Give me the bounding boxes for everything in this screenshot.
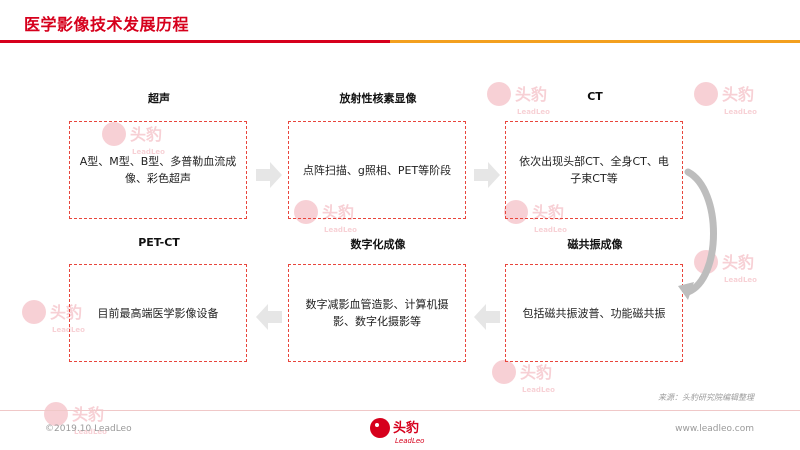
stage-box-ultrasound: A型、M型、B型、多普勒血流成像、彩色超声 xyxy=(69,121,247,219)
svg-text:LeadLeo: LeadLeo xyxy=(724,108,757,116)
arrow-right-icon xyxy=(474,162,500,188)
svg-text:LeadLeo: LeadLeo xyxy=(324,226,357,234)
arrow-left-icon xyxy=(256,304,282,330)
website-link[interactable]: www.leadleo.com xyxy=(675,424,754,434)
title-rule-orange xyxy=(390,40,800,43)
stage-desc-pet-ct: 目前最高端医学影像设备 xyxy=(97,306,219,320)
svg-text:头豹: 头豹 xyxy=(393,420,419,436)
arrow-right-icon xyxy=(256,162,282,188)
footer-rule xyxy=(0,410,800,411)
leadleo-logo-icon: 头豹 LeadLeo xyxy=(370,418,424,445)
svg-text:头豹: 头豹 xyxy=(722,85,754,104)
watermark-logo-icon: 头豹 LeadLeo xyxy=(694,82,757,116)
stage-title-ct: CT xyxy=(587,90,603,103)
stage-title-digital: 数字化成像 xyxy=(350,238,406,251)
page-title: 医学影像技术发展历程 xyxy=(24,15,190,34)
stage-box-mri: 包括磁共振波普、功能磁共振 xyxy=(505,264,683,362)
svg-text:LeadLeo: LeadLeo xyxy=(395,437,424,445)
svg-text:LeadLeo: LeadLeo xyxy=(517,108,550,116)
stage-desc-ultrasound: A型、M型、B型、多普勒血流成像、彩色超声 xyxy=(79,155,237,185)
stage-title-ultrasound: 超声 xyxy=(148,92,170,105)
stage-box-ct: 依次出现头部CT、全身CT、电子束CT等 xyxy=(505,121,683,219)
copyright: ©2019.10 LeadLeo xyxy=(45,424,132,434)
stage-title-mri: 磁共振成像 xyxy=(567,238,623,251)
svg-text:LeadLeo: LeadLeo xyxy=(534,226,567,234)
stage-box-digital: 数字减影血管造影、计算机摄影、数字化摄影等 xyxy=(288,264,466,362)
arrow-left-icon xyxy=(474,304,500,330)
svg-text:头豹: 头豹 xyxy=(72,405,104,424)
stage-box-pet-ct: 目前最高端医学影像设备 xyxy=(69,264,247,362)
stage-desc-nuclear: 点阵扫描、g照相、PET等阶段 xyxy=(302,163,452,177)
source-note: 来源：头豹研究院编辑整理 xyxy=(658,393,754,402)
curved-arrow-icon xyxy=(678,168,717,300)
stage-box-nuclear: 点阵扫描、g照相、PET等阶段 xyxy=(288,121,466,219)
header: 医学影像技术发展历程 xyxy=(0,0,800,44)
stage-desc-mri: 包括磁共振波普、功能磁共振 xyxy=(522,306,666,320)
stage-desc-ct: 依次出现头部CT、全身CT、电子束CT等 xyxy=(519,155,669,185)
svg-text:头豹: 头豹 xyxy=(520,363,552,382)
stage-title-pet-ct: PET-CT xyxy=(138,236,180,249)
title-rule-red xyxy=(0,40,390,43)
stage-desc-digital: 数字减影血管造影、计算机摄影、数字化摄影等 xyxy=(305,298,449,328)
stage-title-nuclear: 放射性核素显像 xyxy=(339,92,417,105)
watermark-logo-icon: 头豹 LeadLeo xyxy=(44,402,107,436)
svg-text:LeadLeo: LeadLeo xyxy=(522,386,555,394)
